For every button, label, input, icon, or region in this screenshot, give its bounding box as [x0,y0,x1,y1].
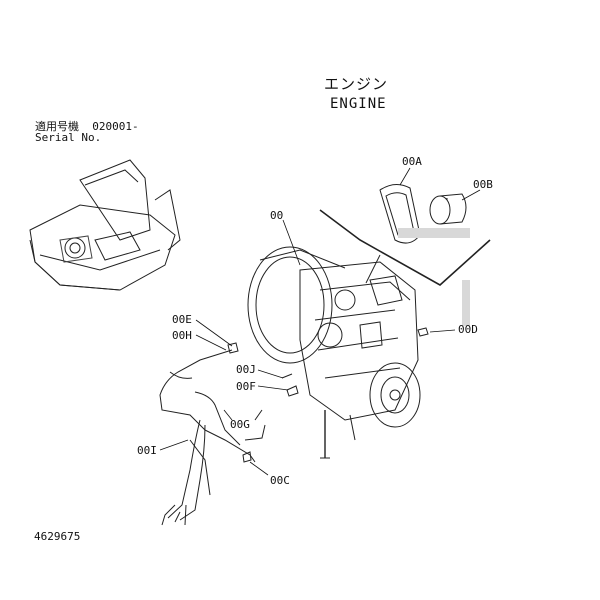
callout-00f: 00F [236,380,256,393]
obscured-label-marker-2 [462,280,470,326]
title-japanese: エンジン [324,75,389,93]
callout-00e: 00E [172,313,192,326]
obscured-label-marker [398,228,470,238]
drawing-number: 4629675 [34,530,81,543]
filter-drawing [429,193,467,225]
small-hardware-drawing [227,327,429,463]
wire-harness-drawing [159,349,266,526]
callout-00i: 00I [137,444,157,457]
callout-00a: 00A [402,155,422,168]
callout-00b: 00B [473,178,493,191]
engine-assembly-drawing [247,246,421,459]
callout-00c: 00C [270,474,290,487]
callout-00: 00 [270,209,284,222]
callout-00d: 00D [458,323,478,336]
callout-00g: 00G [230,418,250,431]
serial-label-japanese: 適用号機 020001- [35,118,139,134]
serial-label-english: Serial No. [35,131,102,144]
callout-00j: 00J [236,363,256,376]
serial-number-value: 020001- [92,120,139,133]
leader-lines [159,167,481,476]
serial-label-ja-text: 適用号機 [35,120,79,133]
title-english: ENGINE [330,96,387,112]
callout-00h: 00H [172,329,192,342]
excavator-locator-sketch [29,159,181,291]
